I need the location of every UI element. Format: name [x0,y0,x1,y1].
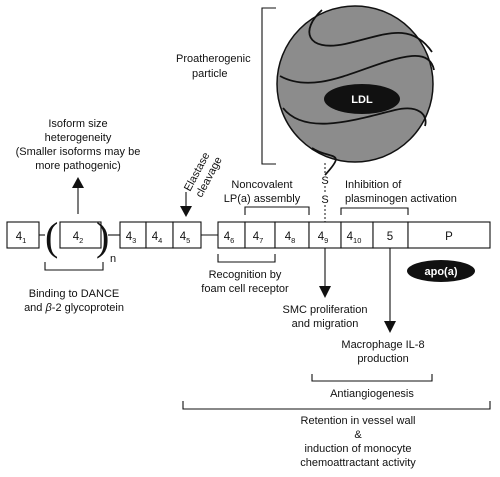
kringle-box-4-3 [119,221,147,249]
isoform-label-2: heterogeneity [45,132,112,144]
kringle-label-4-1: 41 [16,231,27,245]
isoform-label-1: Isoform size [48,118,107,130]
disulfide-s-upper: S [321,175,328,187]
foam-label-1: Recognition by [209,269,282,281]
apoa-label: apo(a) [425,266,458,278]
foam-label-2: foam cell receptor [201,283,289,295]
particle-label-line2: particle [192,68,227,80]
protease-domain-label: P [445,231,453,243]
plasminogen-label-1: Inhibition of [345,179,402,191]
plasminogen-bracket [340,207,409,215]
repeat-paren-close: ) [96,214,109,259]
smc-label-1: SMC proliferation [283,304,368,316]
isoform-label-4: more pathogenic) [35,160,121,172]
antiangio-bracket [311,374,433,382]
kringle-label-4-4: 44 [152,231,163,245]
ldl-ellipse [324,84,400,114]
retention-label-4: chemoattractant activity [300,457,416,469]
repeat-n: n [110,253,116,265]
dance-label: Binding to DANCE [29,288,120,300]
kringle-box-4-2 [59,221,102,249]
noncovalent-label-2: LP(a) assembly [224,193,301,205]
repeat-paren-open: ( [45,214,58,259]
kringle-label-4-5: 45 [180,231,191,245]
retention-label-2: & [354,429,362,441]
kringle-box-4-5 [172,221,202,249]
isoform-arrow-head [72,177,84,188]
kringle-label-4-3: 43 [126,231,137,245]
kringle-box-4-9 [308,221,342,249]
kringle-label-4-6: 46 [224,231,235,245]
kringle-chain: 41 42 43 44 45 46 47 48 49 410 5 P ( ) n [6,214,491,265]
smc-arrow-head [319,286,331,298]
isoform-label-3: (Smaller isoforms may be [16,146,141,158]
glyco-label: and β-2 glycoprotein [24,302,124,314]
elastase-label: Elastasecleavage [182,149,225,200]
elastase-arrow-head [180,206,192,217]
il8-label-1: Macrophage IL-8 [341,339,424,351]
noncovalent-bracket [244,206,310,215]
smc-label-2: and migration [292,318,359,330]
antiangio-label: Antiangiogenesis [330,388,414,400]
kringle-box-4-8 [274,221,310,249]
foam-bracket [217,254,276,263]
retention-label-1: Retention in vessel wall [301,415,416,427]
ldl-label: LDL [351,94,373,106]
retention-bracket [182,401,491,410]
noncovalent-label-1: Noncovalent [231,179,292,191]
kringle-label-4-8: 48 [285,231,296,245]
ldl-particle [276,5,434,163]
disulfide-s-lower: S [321,194,328,206]
apob-wrapping-strand [279,9,435,176]
particle-label-line1: Proatherogenic [176,53,251,65]
kringle-label-4-9: 49 [318,231,329,245]
kringle-label-4-7: 47 [253,231,264,245]
il8-arrow-head [384,321,396,333]
il8-label-2: production [357,353,408,365]
kringle-label-4-10: 410 [347,231,362,245]
plasminogen-label-2: plasminogen activation [345,193,457,205]
dance-bracket [44,262,104,271]
kringle-box-4-6 [217,221,246,249]
protease-domain-box [407,221,491,249]
particle-bracket [261,7,276,165]
apoa-ellipse [407,260,475,282]
kringle-label-5: 5 [387,231,393,243]
kringle-label-4-2: 42 [73,231,84,245]
retention-label-3: induction of monocyte [304,443,411,455]
